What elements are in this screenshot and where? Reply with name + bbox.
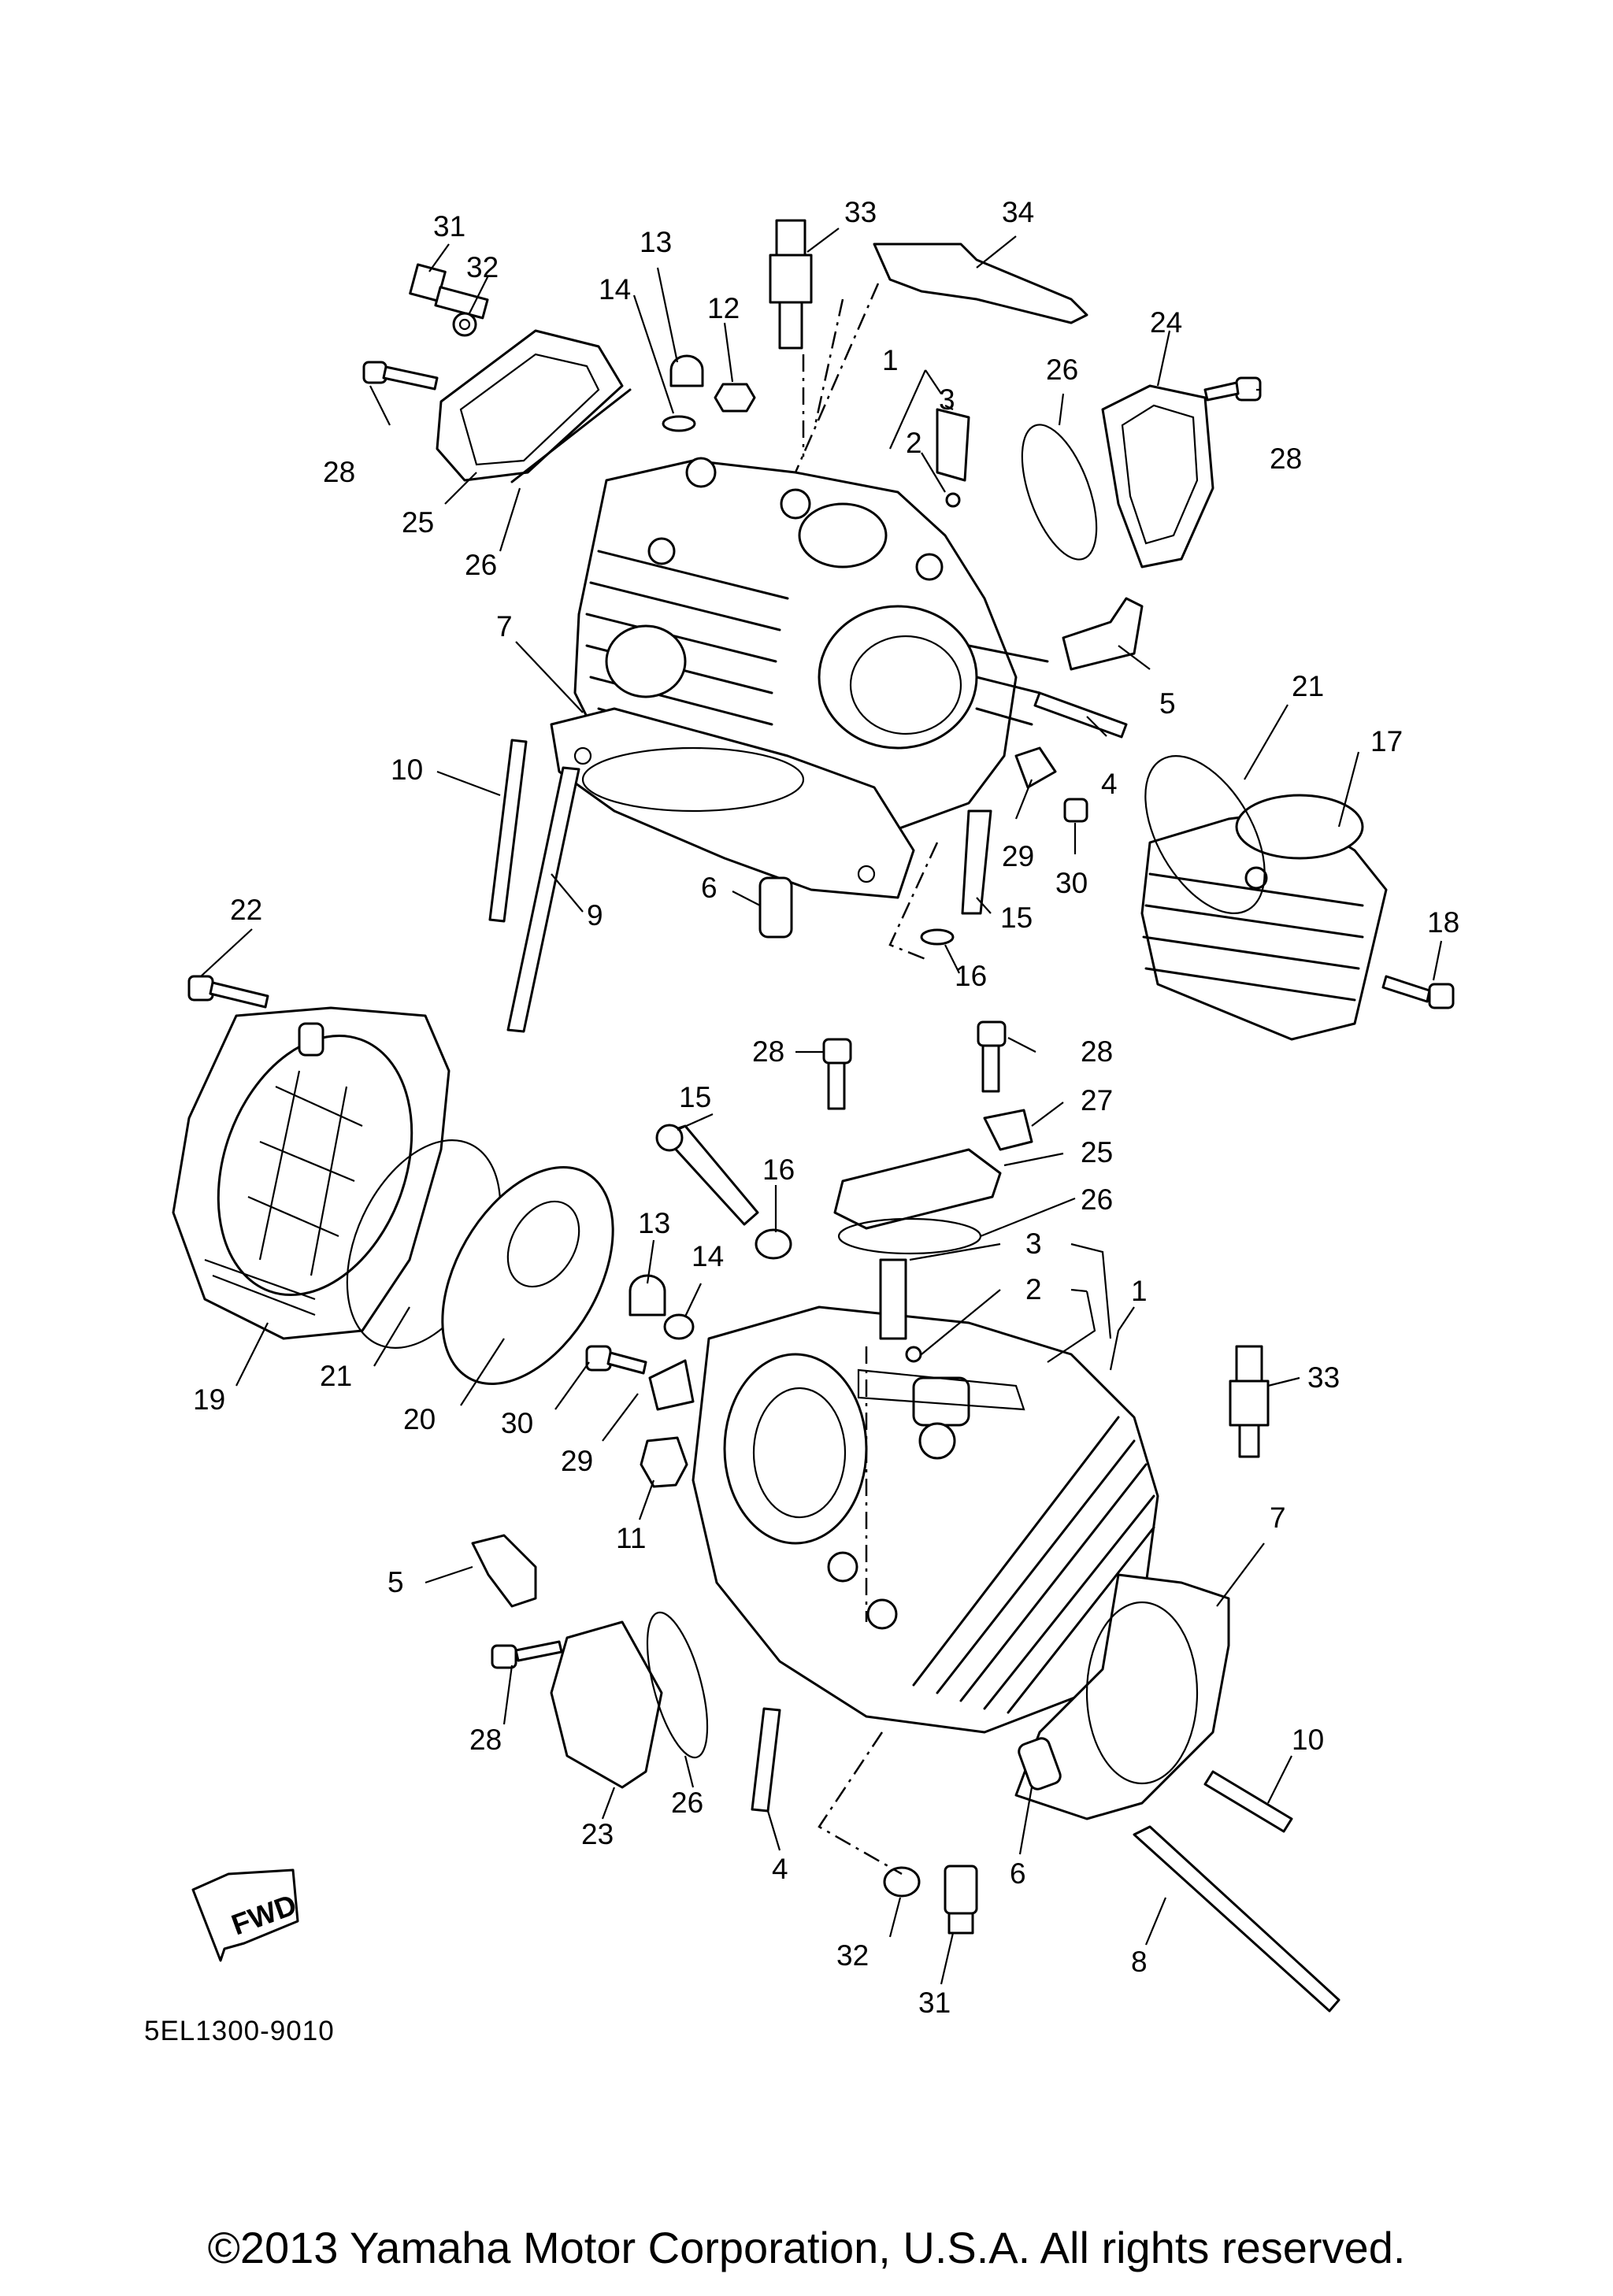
bolt-31-upper <box>409 263 489 320</box>
callout-16-lower: 16 <box>762 1154 795 1186</box>
callout-28-upper-left: 28 <box>323 456 355 488</box>
callout-33-lower: 33 <box>1307 1361 1340 1394</box>
callout-3-upper: 3 <box>939 383 955 416</box>
spark-plug-upper <box>769 219 813 350</box>
callout-15-upper: 15 <box>1000 902 1033 934</box>
callout-2-lower: 2 <box>1025 1273 1042 1305</box>
callout-4-upper: 4 <box>1101 768 1118 800</box>
callout-14-lower: 14 <box>692 1240 724 1272</box>
callout-28-lower-left: 28 <box>752 1035 784 1068</box>
callout-30-upper: 30 <box>1055 867 1088 899</box>
callout-34: 34 <box>1002 196 1034 228</box>
callout-24: 24 <box>1150 306 1182 339</box>
callout-28-bottom: 28 <box>469 1724 502 1756</box>
callout-9: 9 <box>587 899 603 931</box>
callout-26-upper-right: 26 <box>1046 354 1078 386</box>
callout-12: 12 <box>707 292 740 324</box>
callout-26-lower: 26 <box>1081 1183 1113 1216</box>
callout-6-lower: 6 <box>1010 1857 1026 1890</box>
callout-6-upper: 6 <box>701 872 718 904</box>
callout-11: 11 <box>616 1522 646 1554</box>
callout-22: 22 <box>230 894 262 926</box>
callout-23: 23 <box>581 1818 614 1850</box>
callout-32-upper: 32 <box>466 251 499 283</box>
callout-14-upper: 14 <box>599 273 631 306</box>
rear-cylinder-head <box>550 457 1049 899</box>
callout-1-lower: 1 <box>1131 1275 1148 1307</box>
callout-5-lower: 5 <box>387 1566 404 1598</box>
callout-25-upper: 25 <box>402 506 434 539</box>
callout-29-lower: 29 <box>561 1445 593 1477</box>
callout-8: 8 <box>1131 1946 1148 1978</box>
callout-33-upper: 33 <box>844 196 877 228</box>
callout-25-lower: 25 <box>1081 1136 1113 1168</box>
callout-18: 18 <box>1427 906 1459 939</box>
callout-26-bottom: 26 <box>671 1787 703 1819</box>
callout-19: 19 <box>193 1383 225 1416</box>
callout-29-upper: 29 <box>1002 840 1034 872</box>
callout-27: 27 <box>1081 1084 1113 1117</box>
callout-15-lower: 15 <box>679 1081 711 1113</box>
callout-4-lower: 4 <box>772 1853 788 1885</box>
cover-20 <box>441 1166 614 1385</box>
callout-20: 20 <box>403 1403 436 1435</box>
callout-2-upper: 2 <box>906 427 922 459</box>
callout-30-lower: 30 <box>501 1407 533 1439</box>
callout-7-lower: 7 <box>1270 1502 1286 1534</box>
callout-5-upper: 5 <box>1159 687 1176 720</box>
callout-7-upper: 7 <box>496 610 513 643</box>
callout-21-right: 21 <box>1292 670 1324 702</box>
callout-28-upper-right: 28 <box>1270 443 1302 475</box>
callout-16-upper: 16 <box>955 960 987 992</box>
copyright-notice: ©2013 Yamaha Motor Corporation, U.S.A. A… <box>207 2223 1406 2272</box>
callout-13-lower: 13 <box>638 1207 670 1239</box>
callout-13-upper: 13 <box>640 226 672 258</box>
side-cover-19 <box>172 1006 451 1340</box>
callout-numbers: 31 32 13 14 12 33 34 1 3 2 26 24 28 28 2… <box>193 196 1459 2019</box>
valve-cover-upper-left <box>436 329 632 483</box>
callout-26-upper-left: 26 <box>465 549 497 581</box>
callout-31-upper: 31 <box>433 210 465 243</box>
callout-21-left: 21 <box>320 1360 352 1392</box>
fwd-arrow: FWD <box>191 1868 301 1962</box>
callout-17: 17 <box>1370 725 1403 757</box>
front-cylinder-head <box>692 1305 1230 1820</box>
diagram-code: 5EL1300-9010 <box>144 2016 335 2046</box>
callout-1-upper: 1 <box>882 344 899 376</box>
callout-3-lower: 3 <box>1025 1228 1042 1260</box>
callout-10-lower: 10 <box>1292 1724 1324 1756</box>
callout-32-lower: 32 <box>836 1939 869 1972</box>
callout-10-upper: 10 <box>391 754 423 786</box>
cylinder-cover-17 <box>1140 794 1388 1041</box>
callout-28-lower-right: 28 <box>1081 1035 1113 1068</box>
leader-lines <box>200 228 1443 1985</box>
callout-31-lower: 31 <box>918 1987 951 2019</box>
